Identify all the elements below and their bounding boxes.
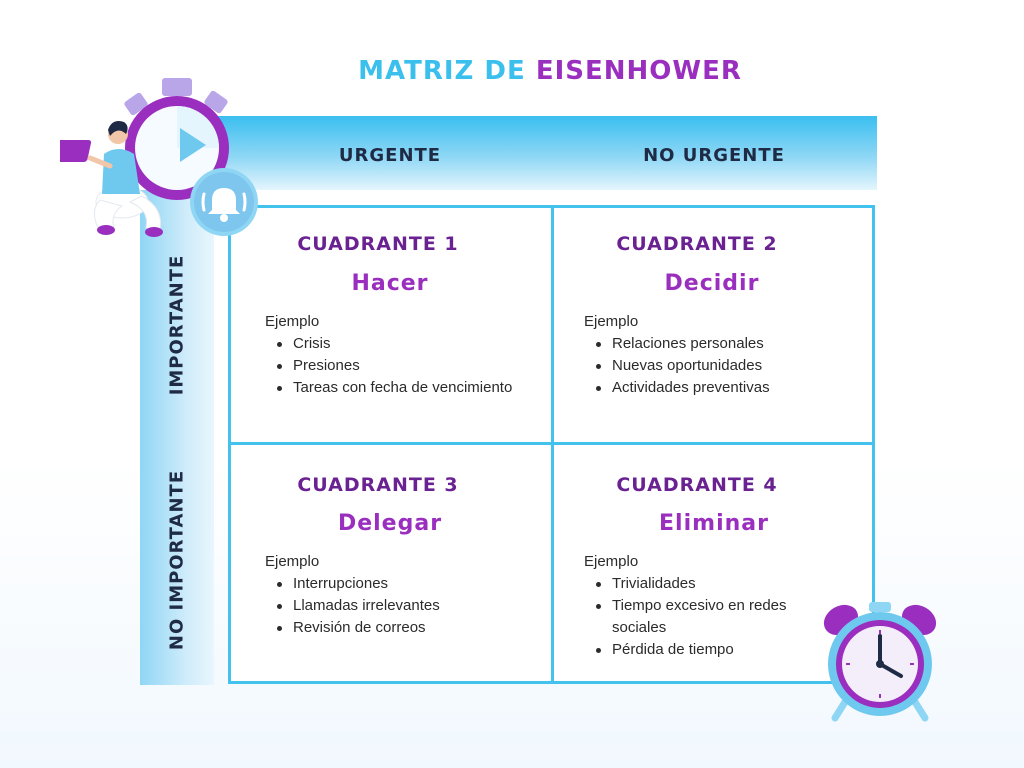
example-label: Ejemplo xyxy=(584,553,639,570)
stopwatch-icon xyxy=(124,78,229,200)
list-item: Interrupciones xyxy=(277,573,573,595)
alarm-clock-icon xyxy=(823,602,937,722)
row-label-important: IMPORTANTE xyxy=(166,254,188,396)
quadrant-title: CUADRANTE 3 xyxy=(297,474,459,496)
urgency-header-band xyxy=(212,116,877,190)
bell-icon xyxy=(190,168,258,236)
list-item: Presiones xyxy=(277,355,573,377)
person-with-laptop-icon xyxy=(60,121,163,237)
example-label: Ejemplo xyxy=(265,553,320,570)
row-label-not-important: NO IMPORTANTE xyxy=(166,469,188,651)
list-item: Relaciones personales xyxy=(596,333,882,355)
example-list: Trivialidades Tiempo excesivo en redes s… xyxy=(584,573,827,661)
quadrant-verb: Decidir xyxy=(664,271,760,296)
quadrant-verb: Hacer xyxy=(351,271,429,296)
example-list: Relaciones personales Nuevas oportunidad… xyxy=(584,333,882,399)
importance-header-band xyxy=(140,190,214,685)
column-label-not-urgent: NO URGENTE xyxy=(643,145,785,166)
list-item: Revisión de correos xyxy=(277,617,573,639)
quadrant-title: CUADRANTE 2 xyxy=(616,233,778,255)
list-item: Tiempo excesivo en redes sociales xyxy=(596,595,827,639)
grid-horizontal-divider xyxy=(228,442,875,445)
list-item: Tareas con fecha de vencimiento xyxy=(277,377,573,399)
quadrant-verb: Delegar xyxy=(337,511,443,536)
title-part-2: EISENHOWER xyxy=(535,56,742,86)
list-item: Actividades preventivas xyxy=(596,377,882,399)
example-list: Interrupciones Llamadas irrelevantes Rev… xyxy=(265,573,573,639)
example-list: Crisis Presiones Tareas con fecha de ven… xyxy=(265,333,573,399)
quadrant-verb: Eliminar xyxy=(659,511,769,536)
list-item: Nuevas oportunidades xyxy=(596,355,882,377)
list-item: Llamadas irrelevantes xyxy=(277,595,573,617)
column-label-urgent: URGENTE xyxy=(338,145,442,166)
example-label: Ejemplo xyxy=(265,313,320,330)
quadrant-title: CUADRANTE 4 xyxy=(616,474,778,496)
page-title: MATRIZ DE EISENHOWER xyxy=(0,56,1024,86)
list-item: Trivialidades xyxy=(596,573,827,595)
list-item: Pérdida de tiempo xyxy=(596,639,827,661)
title-part-1: MATRIZ DE xyxy=(358,56,526,86)
list-item: Crisis xyxy=(277,333,573,355)
quadrant-title: CUADRANTE 1 xyxy=(297,233,459,255)
example-label: Ejemplo xyxy=(584,313,639,330)
